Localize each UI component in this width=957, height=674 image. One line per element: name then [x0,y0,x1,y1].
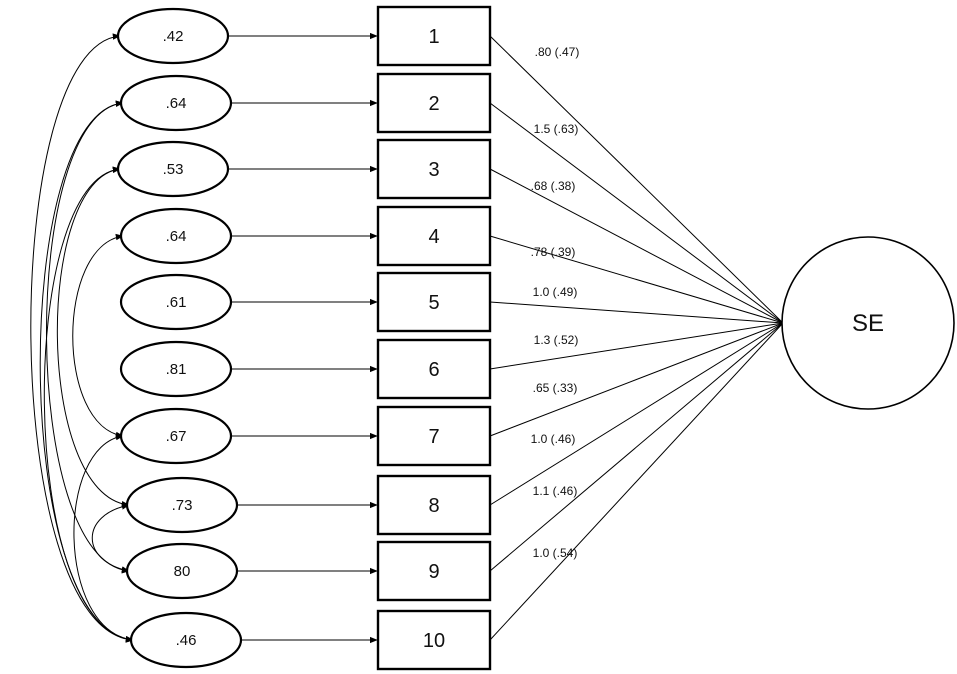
loading-2: 1.5 (.63) [489,102,784,324]
error-term-1: .42 [116,7,378,65]
item-box [376,405,492,467]
item-label: 2 [428,93,439,115]
error-variance-label: .61 [166,294,187,311]
covariance-paths [30,33,134,643]
error-term-6: .81 [119,340,378,398]
item-9: 9 [376,540,492,602]
error-variance-label: .67 [166,428,187,445]
item-box [376,540,492,602]
factor-label: SE [852,310,884,337]
loading-label: 1.0 (.54) [533,546,578,560]
item-10: 10 [376,609,492,671]
item-label: 5 [428,292,439,314]
loading-paths: .80 (.47) 1.5 (.63) .68 (.38) .78 (.39) 1.0 … [489,35,784,641]
item-label: 1 [428,26,439,48]
covariance-arc-3-10 [43,166,134,643]
loading-9: 1.1 (.46) [489,322,784,572]
covariance-arc-2-9 [46,100,130,574]
error-variance-label: .64 [166,95,187,112]
loading-10: 1.0 (.54) [489,322,784,641]
item-7: 7 [376,405,492,467]
item-box [376,72,492,134]
item-box [376,5,492,67]
item-1: 1 [376,5,492,67]
error-variance-label: 80 [174,563,191,580]
loading-6: 1.3 (.52) [489,322,784,370]
error-variance-label: .42 [163,28,184,45]
item-label: 6 [428,359,439,381]
covariance-arc-4-7 [72,233,124,439]
item-label: 9 [428,561,439,583]
item-3: 3 [376,138,492,200]
item-6: 6 [376,338,492,400]
loading-line [489,322,784,641]
error-variance-label: .64 [166,228,187,245]
error-variance-label: .73 [172,497,193,514]
loading-line [489,168,784,324]
loading-label: .68 (.38) [531,179,576,193]
loading-label: 1.3 (.52) [534,333,579,347]
error-term-3: .53 [116,140,378,198]
loading-line [489,235,784,324]
item-8: 8 [376,474,492,536]
item-label: 8 [428,495,439,517]
error-term-9: 80 [125,542,378,600]
covariance-arc-3-8 [56,166,130,508]
error-term-5: .61 [119,273,378,331]
covariance-arc-2-10 [39,100,134,643]
item-box [376,474,492,536]
error-term-7: .67 [119,407,378,465]
item-label: 4 [428,226,439,248]
factor-node [781,236,955,410]
covariance-arc-1-10 [30,33,134,643]
loading-4: .78 (.39) [489,235,784,324]
loading-label: .80 (.47) [535,45,580,59]
item-label: 3 [428,159,439,181]
loading-line [489,322,784,370]
item-5: 5 [376,271,492,333]
error-term-2: .64 [119,74,378,132]
indicator-items: 1 2 3 4 5 6 7 8 9 10 [376,5,492,671]
error-variance-label: .53 [163,161,184,178]
loading-label: .78 (.39) [531,245,576,259]
loading-label: .65 (.33) [533,381,578,395]
item-2: 2 [376,72,492,134]
loading-3: .68 (.38) [489,168,784,324]
error-term-10: .46 [129,611,378,669]
loading-line [489,322,784,506]
item-box [376,138,492,200]
item-box [376,205,492,267]
covariance-arc-8-9 [91,503,130,573]
item-box [376,338,492,400]
loading-line [489,322,784,437]
item-box [376,271,492,333]
item-label: 7 [428,426,439,448]
loading-label: 1.0 (.46) [531,432,576,446]
error-variance-label: .81 [166,361,187,378]
error-terms: .42 .64 .53 .64 .61 .81 .67 .73 80 .46 [116,7,378,669]
error-variance-label: .46 [176,632,197,649]
loading-1: .80 (.47) [489,35,784,324]
item-box [376,609,492,671]
loading-5: 1.0 (.49) [489,285,784,324]
latent-factor: SE [781,236,955,410]
item-4: 4 [376,205,492,267]
loading-label: 1.5 (.63) [534,122,579,136]
loading-line [489,102,784,324]
loading-8: 1.0 (.46) [489,322,784,506]
loading-line [489,35,784,324]
loading-line [489,322,784,572]
loading-label: 1.0 (.49) [533,285,578,299]
covariance-arc-7-10 [73,433,134,643]
item-label: 10 [423,630,445,652]
loading-line [489,301,784,324]
loading-7: .65 (.33) [489,322,784,437]
error-term-8: .73 [125,476,378,534]
loading-label: 1.1 (.46) [533,484,578,498]
error-term-4: .64 [119,207,378,265]
